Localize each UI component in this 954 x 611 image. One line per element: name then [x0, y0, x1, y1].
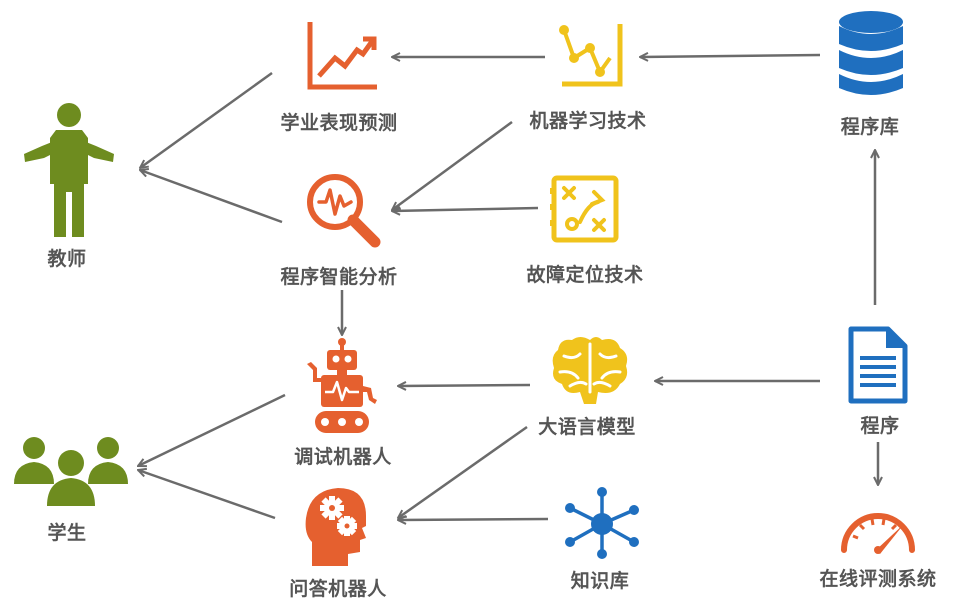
- label-llm: 大语言模型: [538, 416, 636, 438]
- document-icon: [848, 326, 908, 404]
- brain-icon: [552, 337, 628, 404]
- robot-icon: [307, 338, 377, 433]
- speedometer-icon: [841, 513, 915, 554]
- person-icon: [24, 103, 114, 237]
- label-fault: 故障定位技术: [526, 264, 644, 286]
- arrow-fault-to-analysis: [392, 208, 539, 211]
- arrow-repo-to-ml: [640, 55, 821, 57]
- label-program: 程序: [860, 415, 900, 437]
- arrow-kb-to-qa: [398, 519, 549, 520]
- database-icon: [839, 11, 903, 95]
- label-program-analysis: 程序智能分析: [280, 266, 398, 288]
- network-icon: [565, 487, 639, 559]
- trend-chart-icon: [307, 22, 377, 90]
- group-icon: [14, 437, 128, 506]
- label-kb: 知识库: [570, 570, 630, 592]
- strategy-board-icon: [550, 175, 619, 243]
- label-performance: 学业表现预测: [280, 112, 398, 134]
- label-teacher: 教师: [47, 248, 87, 270]
- arrow-ml-to-analysis: [392, 120, 513, 210]
- head-gears-icon: [305, 488, 366, 566]
- label-ml: 机器学习技术: [529, 110, 647, 132]
- arrow-llm-to-debug: [398, 385, 531, 386]
- arrow-qa-to-student: [138, 470, 276, 520]
- arrow-performance-to-teacher: [140, 71, 273, 168]
- label-repo: 程序库: [840, 116, 900, 138]
- label-oj: 在线评测系统: [819, 568, 937, 590]
- label-debug-robot: 调试机器人: [294, 446, 392, 468]
- arrow-llm-to-qa: [398, 425, 528, 518]
- arrow-analysis-to-teacher: [140, 170, 283, 224]
- magnifier-icon: [307, 174, 381, 248]
- arrow-debug-to-student: [138, 393, 286, 468]
- label-student: 学生: [47, 522, 87, 544]
- line-chart-icon: [559, 24, 623, 87]
- label-qa-robot: 问答机器人: [289, 578, 387, 600]
